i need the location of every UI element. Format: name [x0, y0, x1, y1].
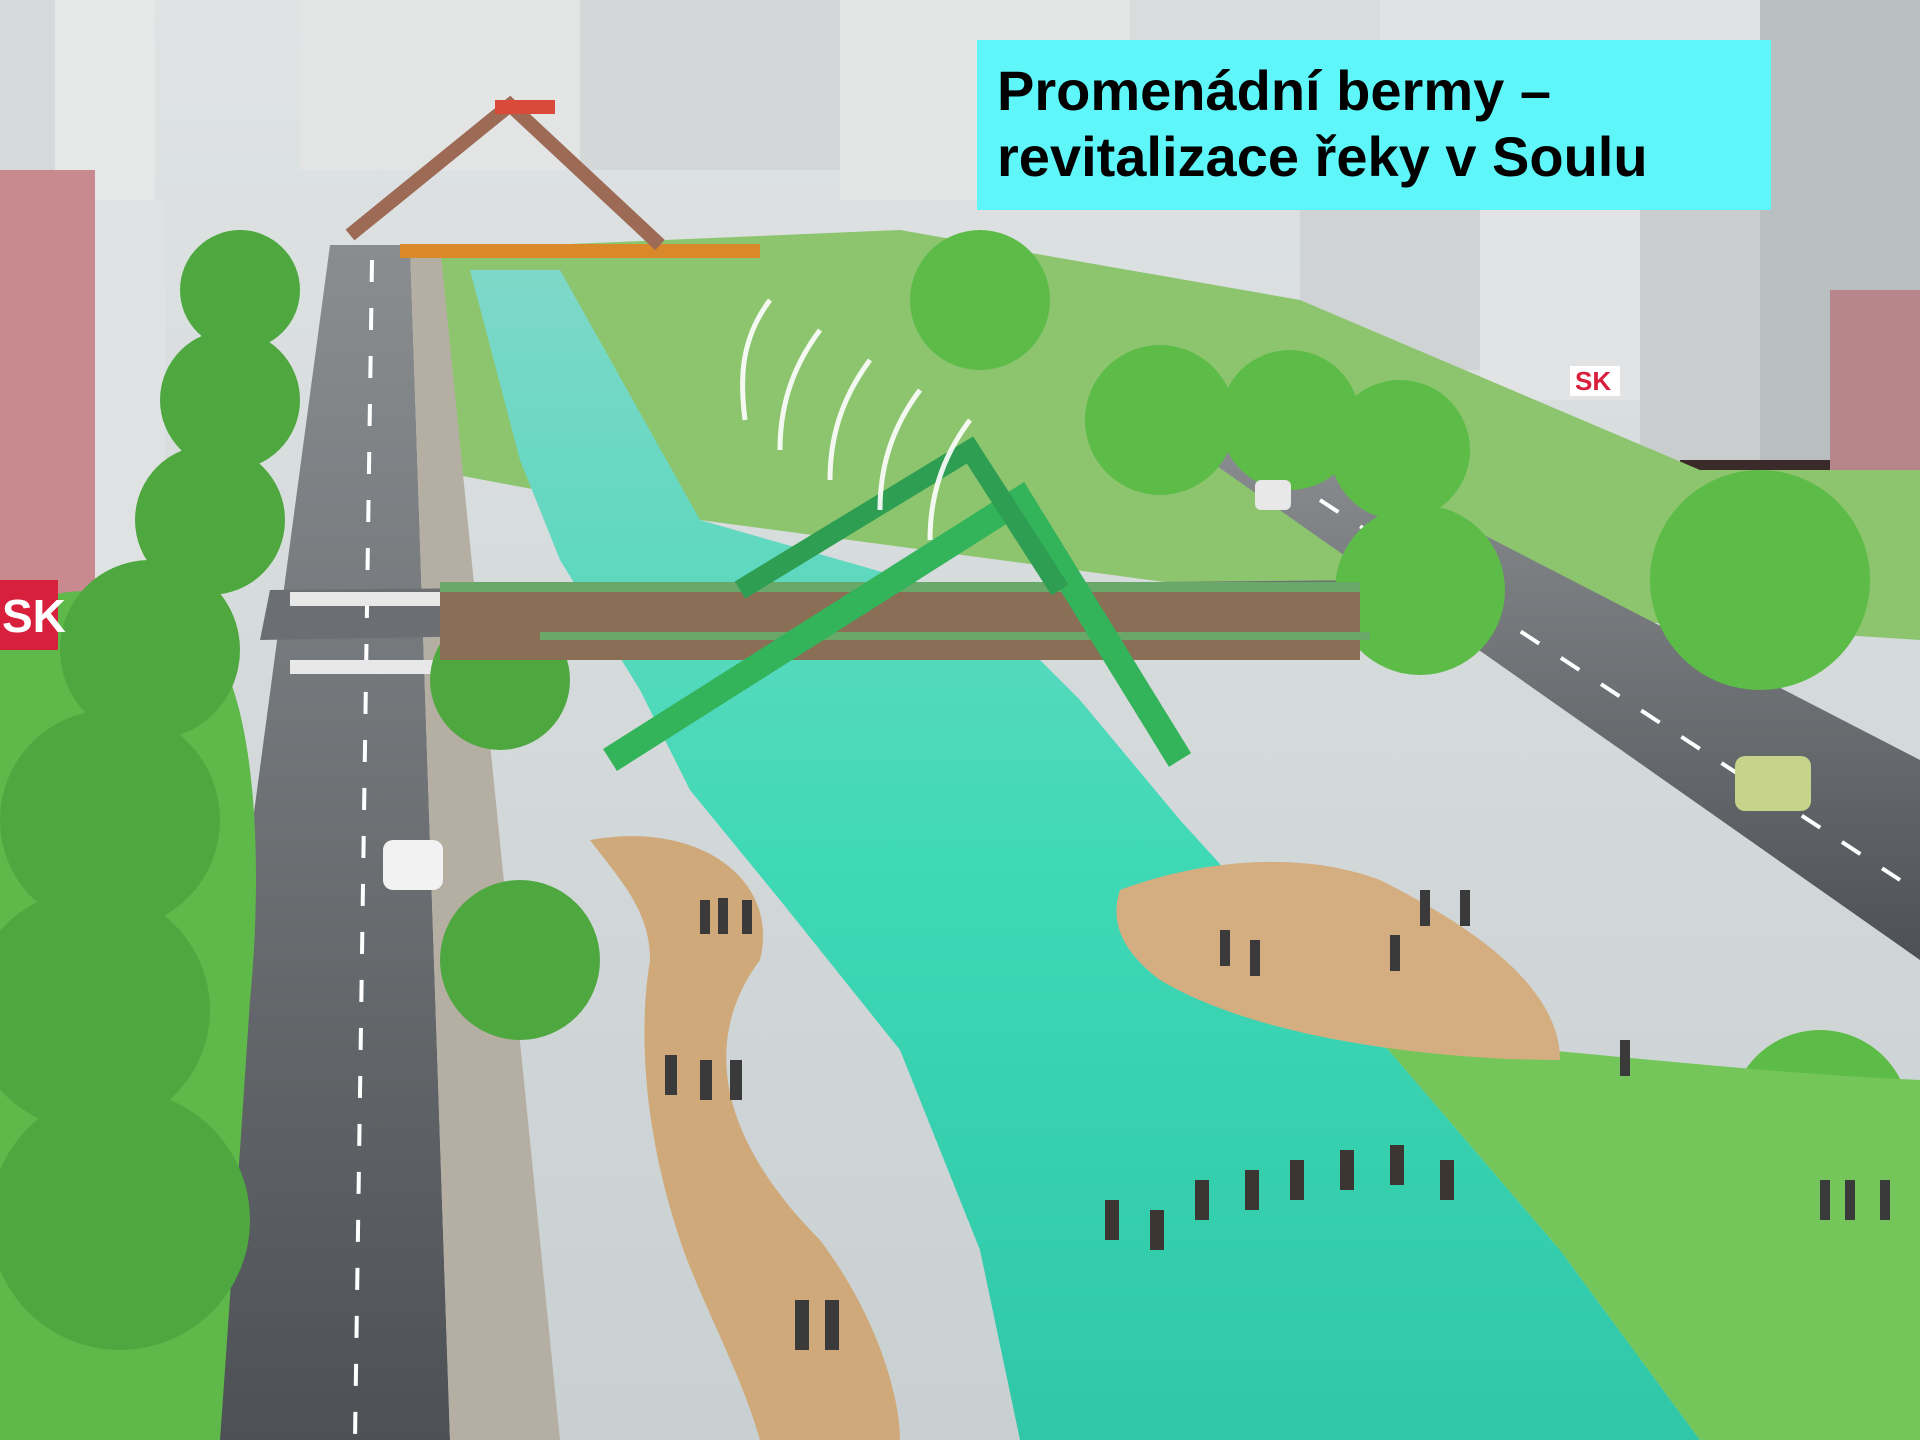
left-promenade	[590, 836, 900, 1440]
sk-sign-right-background	[1570, 366, 1620, 396]
pedestrians	[665, 890, 1890, 1350]
fountain-jets	[740, 298, 973, 541]
main-bridge-deck	[440, 590, 1360, 660]
top-bridge-deck	[400, 244, 760, 258]
sk-sign-left: SK	[2, 590, 66, 642]
top-bridge-cap	[495, 100, 555, 114]
crosswalk	[290, 660, 440, 674]
car	[1735, 756, 1811, 811]
green-bridge-arch	[603, 481, 1192, 771]
right-bank-greenery	[1380, 1040, 1920, 1440]
caption-line-1: Promenádní bermy –	[997, 59, 1551, 122]
left-sidewalk	[410, 245, 560, 1440]
main-bridge-rail	[540, 632, 1370, 640]
crosswalk	[290, 592, 440, 606]
car	[383, 840, 443, 890]
car	[1255, 480, 1291, 510]
right-promenade-plaza	[1116, 861, 1560, 1060]
caption-box: Promenádní bermy – revitalizace řeky v S…	[977, 40, 1771, 210]
sk-sign-right: SK	[1575, 366, 1611, 396]
green-bridge-arch	[734, 436, 1069, 599]
sk-sign-left-background	[0, 580, 58, 650]
caption-line-2: revitalizace řeky v Soulu	[997, 125, 1648, 188]
stepping-stones	[1105, 1145, 1454, 1250]
